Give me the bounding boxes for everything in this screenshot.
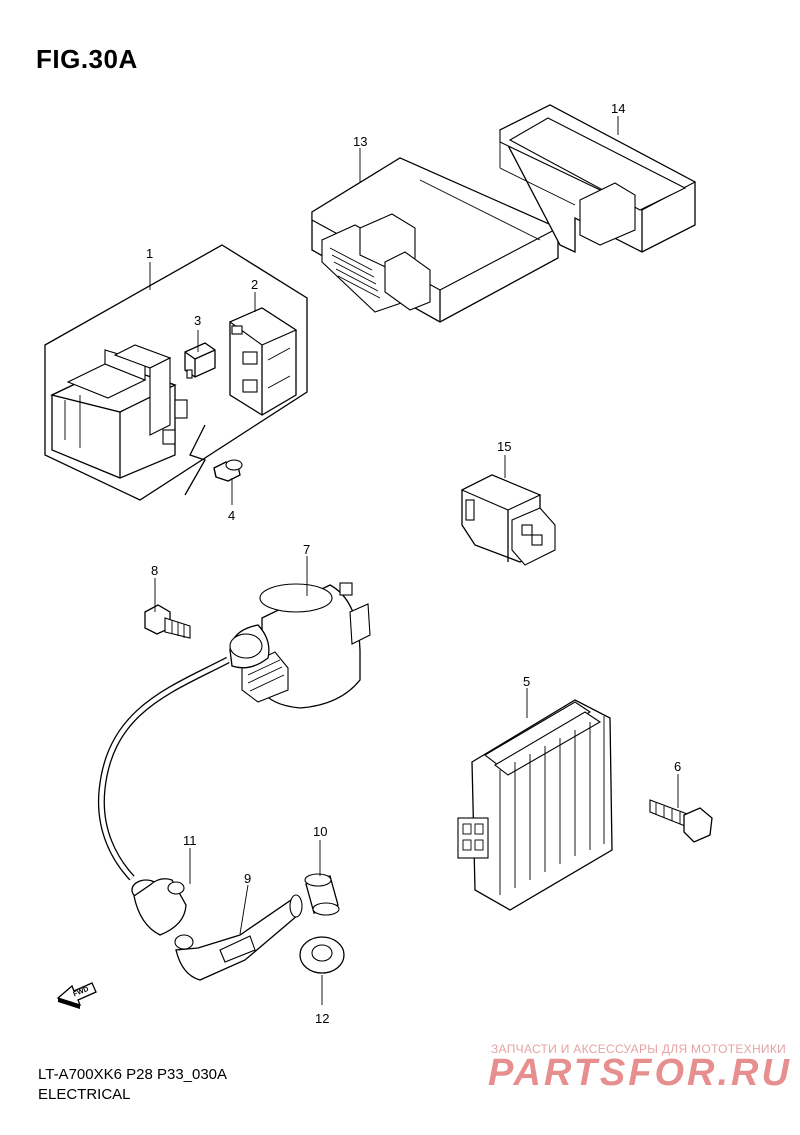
callout-2: 2 xyxy=(251,277,258,292)
callout-14: 14 xyxy=(611,101,625,116)
callout-labels: 1 2 3 4 5 6 7 8 9 10 11 12 13 14 15 xyxy=(146,101,681,1026)
ignition-coil xyxy=(229,582,371,709)
cut-mark xyxy=(184,424,206,496)
callout-1: 1 xyxy=(146,246,153,261)
plug-cap-11 xyxy=(131,878,187,936)
callout-10: 10 xyxy=(313,824,327,839)
sleeve-10 xyxy=(304,873,340,916)
regulator-rectifier xyxy=(457,699,613,911)
callout-8: 8 xyxy=(151,563,158,578)
bolt-8 xyxy=(144,604,191,639)
callout-13: 13 xyxy=(353,134,367,149)
callout-4: 4 xyxy=(228,508,235,523)
relay-assembly-outline xyxy=(44,244,308,501)
callout-6: 6 xyxy=(674,759,681,774)
ecm-holder xyxy=(499,104,697,254)
leader-lines xyxy=(149,116,679,1005)
seal-12 xyxy=(299,936,345,974)
callout-7: 7 xyxy=(303,542,310,557)
callout-11: 11 xyxy=(183,833,197,848)
starter-relay xyxy=(50,344,188,479)
watermark-tagline: ЗАПЧАСТИ И АКСЕССУАРЫ ДЛЯ МОТОТЕХНИКИ xyxy=(491,1042,787,1056)
callout-5: 5 xyxy=(523,674,530,689)
figure-code: LT-A700XK6 P28 P33_030A xyxy=(38,1066,228,1083)
bolt-small xyxy=(213,459,243,482)
forward-arrow-icon: FWD xyxy=(56,982,97,1009)
figure-title: FIG.30A xyxy=(36,44,138,74)
section-name: ELECTRICAL xyxy=(38,1086,131,1103)
callout-15: 15 xyxy=(497,439,511,454)
plug-cap-9 xyxy=(174,894,303,981)
watermark-brand: PARTSFOR.RU xyxy=(488,1052,792,1094)
callout-12: 12 xyxy=(315,1011,329,1026)
ecm-unit xyxy=(311,157,560,323)
callout-3: 3 xyxy=(194,313,201,328)
bolt-6 xyxy=(649,799,713,843)
relay-cover xyxy=(228,307,298,416)
callout-9: 9 xyxy=(244,871,251,886)
connector-15 xyxy=(460,474,556,566)
fuse xyxy=(184,342,216,379)
